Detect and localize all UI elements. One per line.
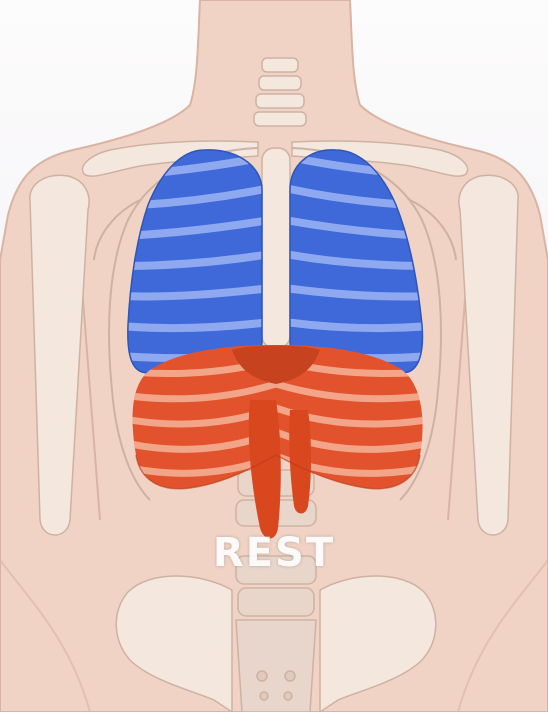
phase-label: REST	[0, 530, 548, 576]
sternum	[262, 148, 290, 348]
